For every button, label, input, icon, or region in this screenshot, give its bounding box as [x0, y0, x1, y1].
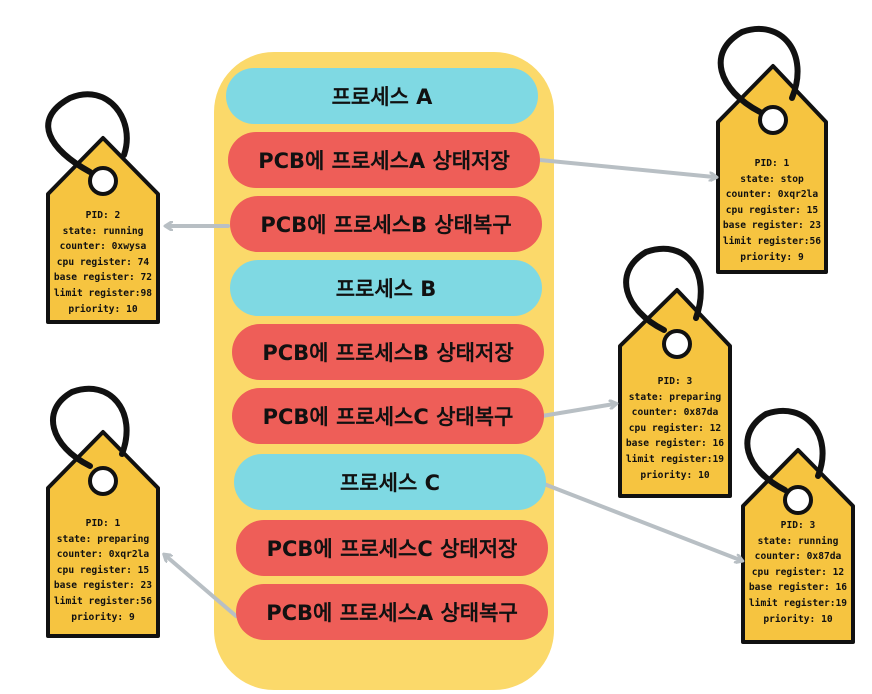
tag-hole-icon: [758, 105, 788, 135]
tag-base-register: base register: 72: [53, 272, 153, 284]
restore-a-label: PCB에 프로세스A 상태복구: [266, 601, 518, 625]
save-a-label: PCB에 프로세스A 상태저장: [258, 149, 510, 173]
tag-base-register: base register: 23: [53, 580, 153, 592]
save-b-label: PCB에 프로세스B 상태저장: [262, 341, 514, 365]
pcb-tag-pid1-stop: [716, 25, 828, 274]
save-a-pill: PCB에 프로세스A 상태저장: [228, 132, 540, 188]
restore-c-pill: PCB에 프로세스C 상태복구: [232, 388, 544, 444]
tag-counter: counter: 0x87da: [754, 551, 842, 563]
tag-priority: priority: 9: [71, 611, 135, 623]
tag-priority: priority: 10: [68, 303, 138, 315]
tag-limit-register: limit register:56: [53, 595, 153, 607]
tag-string-icon: [50, 385, 130, 469]
tag-pid: PID: 3: [780, 520, 816, 531]
restore-b-label: PCB에 프로세스B 상태복구: [260, 213, 512, 237]
tag-counter: counter: 0xqr2la: [725, 189, 819, 201]
tag-pid: PID: 1: [754, 158, 790, 169]
tag-pid: PID: 2: [85, 210, 121, 221]
process-b-pill: 프로세스 B: [230, 260, 542, 316]
tag-state: state: running: [62, 225, 144, 237]
tag-hole-icon: [783, 485, 813, 515]
tag-hole-icon: [88, 466, 118, 496]
tag-counter: counter: 0xqr2la: [56, 549, 150, 561]
tag-limit-register: limit register:19: [625, 453, 725, 465]
process-c-label: 프로세스 C: [339, 471, 440, 495]
tag-cpu-register: cpu register: 74: [56, 256, 150, 268]
process-c-pill: 프로세스 C: [234, 454, 546, 510]
tag-priority: priority: 9: [740, 251, 804, 263]
tag-string-icon: [623, 245, 704, 333]
tag-text-pid3-preparing: PID: 3 state: preparing counter: 0x87da …: [620, 374, 730, 483]
tag-limit-register: limit register:98: [53, 287, 153, 299]
save-b-pill: PCB에 프로세스B 상태저장: [232, 324, 544, 380]
tag-string-icon: [717, 25, 801, 115]
tag-limit-register: limit register:19: [748, 597, 848, 609]
tag-base-register: base register: 16: [625, 438, 725, 450]
tag-text-pid2-running: PID: 2 state: running counter: 0xwysa cp…: [48, 208, 158, 317]
tag-cpu-register: cpu register: 12: [751, 566, 845, 578]
arrow-restore-a-from-tag: [166, 556, 238, 618]
arrow-restore-c-to-tag: [540, 404, 614, 418]
tag-state: state: preparing: [56, 533, 150, 545]
pcb-tag-pid2-running: [45, 91, 160, 324]
tag-hole-icon: [662, 329, 692, 359]
tag-counter: counter: 0x87da: [631, 407, 719, 419]
tag-string-icon: [744, 407, 826, 493]
tag-cpu-register: cpu register: 15: [725, 204, 819, 216]
tag-counter: counter: 0xwysa: [59, 241, 147, 253]
tag-text-pid1-stop: PID: 1 state: stop counter: 0xqr2la cpu …: [718, 156, 826, 265]
tag-state: state: running: [757, 535, 839, 547]
tag-pid: PID: 1: [85, 518, 121, 529]
pcb-tag-pid3-running: [741, 407, 855, 644]
tag-text-pid3-running: PID: 3 state: running counter: 0x87da cp…: [743, 518, 853, 627]
tag-priority: priority: 10: [640, 469, 710, 481]
restore-c-label: PCB에 프로세스C 상태복구: [262, 405, 514, 429]
tag-base-register: base register: 16: [748, 582, 848, 594]
save-c-label: PCB에 프로세스C 상태저장: [266, 537, 518, 561]
tag-priority: priority: 10: [763, 613, 833, 625]
tag-text-pid1-preparing: PID: 1 state: preparing counter: 0xqr2la…: [48, 516, 158, 625]
tag-cpu-register: cpu register: 12: [628, 422, 722, 434]
pcb-tag-pid1-preparing: [46, 385, 160, 638]
tag-cpu-register: cpu register: 15: [56, 564, 150, 576]
process-b-label: 프로세스 B: [335, 277, 437, 301]
arrow-process-c-to-tag: [542, 482, 740, 560]
restore-a-pill: PCB에 프로세스A 상태복구: [236, 584, 548, 640]
save-c-pill: PCB에 프로세스C 상태저장: [236, 520, 548, 576]
pcb-tag-pid3-preparing: [618, 245, 732, 498]
process-a-pill: 프로세스 A: [226, 68, 538, 124]
arrow-save-a-to-tag: [538, 158, 714, 177]
tag-state: state: stop: [740, 173, 804, 185]
tag-state: state: preparing: [628, 391, 722, 403]
tag-hole-icon: [88, 166, 118, 196]
process-a-label: 프로세스 A: [331, 85, 433, 109]
tag-string-icon: [45, 91, 130, 175]
tag-pid: PID: 3: [657, 376, 693, 387]
tag-base-register: base register: 23: [722, 220, 822, 232]
restore-b-pill: PCB에 프로세스B 상태복구: [230, 196, 542, 252]
tag-limit-register: limit register:56: [722, 235, 822, 247]
